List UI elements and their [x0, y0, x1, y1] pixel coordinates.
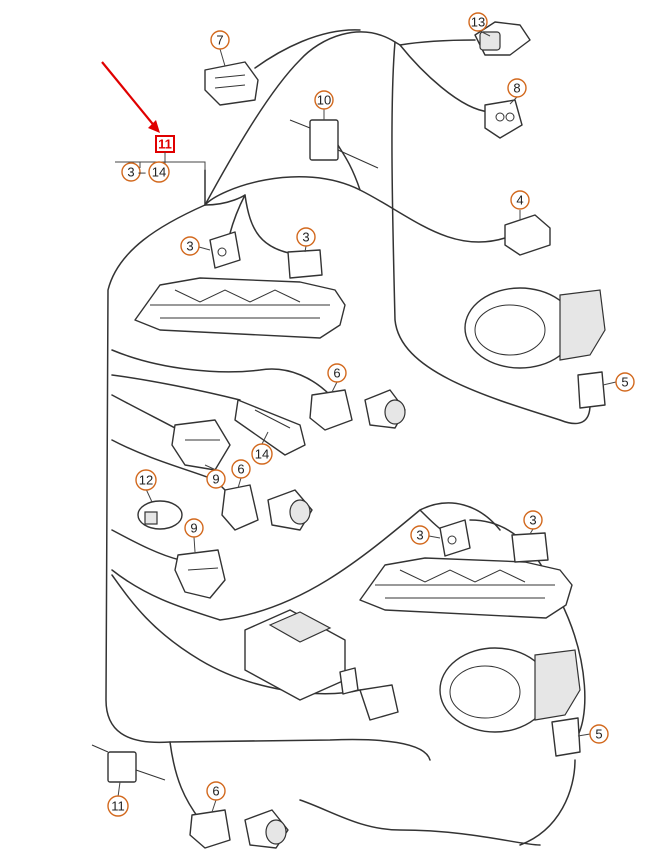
fog-lamp-lower [439, 647, 581, 733]
callout-10[interactable]: 10 [314, 90, 334, 120]
callout-14-group[interactable]: 14 [148, 161, 170, 183]
callout-12-label: 12 [139, 473, 153, 488]
callout-7-label: 7 [216, 33, 223, 48]
callout-3-d-label: 3 [529, 513, 536, 528]
connector-11-lower [91, 744, 166, 783]
connector-7 [204, 61, 259, 106]
highlight-label: 11 [158, 137, 172, 152]
callout-6-c-label: 6 [212, 784, 219, 799]
headlamp-assembly-lower [359, 557, 573, 619]
callout-10-label: 10 [317, 93, 331, 108]
connector-3-lower-right [511, 532, 549, 563]
connector-9-lower [174, 549, 226, 599]
callout-6-c[interactable]: 6 [206, 781, 226, 813]
connector-3-upper-right [287, 249, 323, 279]
callout-range-dash: – [138, 165, 146, 180]
callout-11-b-label: 11 [111, 799, 125, 814]
sensor-mid [267, 489, 313, 531]
callout-4-label: 4 [516, 193, 523, 208]
callout-9-a[interactable]: 9 [204, 464, 226, 489]
connector-6-lower [189, 809, 231, 849]
callout-6-b-label: 6 [237, 462, 244, 477]
callout-5-b[interactable]: 5 [577, 724, 609, 744]
connector-9-upper [171, 419, 231, 471]
callout-14-b[interactable]: 14 [251, 431, 273, 465]
headlamp-assembly-upper [134, 277, 346, 339]
callout-14-b-label: 14 [255, 447, 269, 462]
connector-10 [289, 119, 379, 169]
callout-3-b[interactable]: 3 [296, 227, 316, 253]
connector-6-mid [221, 484, 259, 531]
callout-6-b[interactable]: 6 [231, 459, 251, 489]
clip-12 [137, 500, 183, 530]
highlight-pointer [101, 61, 160, 133]
callout-13[interactable]: 13 [468, 12, 491, 37]
callout-11-b[interactable]: 11 [107, 781, 129, 817]
callout-3-c-label: 3 [416, 528, 423, 543]
connector-14 [234, 399, 306, 456]
callout-9-b[interactable]: 9 [184, 518, 204, 553]
callout-8-label: 8 [513, 81, 520, 96]
callout-9-b-label: 9 [190, 521, 197, 536]
connector-3-lower-left [439, 519, 471, 557]
connector-8 [484, 99, 523, 139]
callout-14-group-label: 14 [152, 165, 166, 180]
callout-3-c[interactable]: 3 [410, 525, 441, 545]
callout-3-d[interactable]: 3 [523, 510, 543, 535]
callout-3-a[interactable]: 3 [180, 236, 211, 256]
callout-12[interactable]: 12 [135, 469, 157, 503]
callout-5-a-label: 5 [621, 375, 628, 390]
connector-3-upper-left [209, 231, 241, 269]
callout-6-a[interactable]: 6 [327, 363, 347, 393]
control-module [244, 609, 359, 701]
callout-9-a-label: 9 [212, 472, 219, 487]
callout-3-group[interactable]: 3 [121, 162, 141, 182]
callout-8[interactable]: 8 [507, 78, 527, 105]
connector-13 [474, 21, 531, 56]
callout-3-a-label: 3 [186, 239, 193, 254]
sensor-lower [244, 809, 289, 849]
fog-lamp-upper [464, 287, 606, 369]
callout-5-b-label: 5 [595, 727, 602, 742]
connector-5-lower [551, 717, 581, 757]
callout-4[interactable]: 4 [510, 190, 530, 220]
callout-3-group-label: 3 [127, 165, 134, 180]
callout-7[interactable]: 7 [210, 30, 230, 67]
connector-6-upper [309, 389, 353, 431]
callout-3-b-label: 3 [302, 230, 309, 245]
connector-lower-module [359, 684, 399, 721]
highlight-callout-11[interactable]: 11 [155, 135, 175, 153]
connector-5-upper [577, 371, 606, 409]
callout-6-a-label: 6 [333, 366, 340, 381]
callout-13-label: 13 [471, 15, 485, 30]
callout-5-a[interactable]: 5 [602, 372, 635, 392]
connector-4 [504, 214, 551, 256]
sensor-upper [364, 389, 406, 429]
